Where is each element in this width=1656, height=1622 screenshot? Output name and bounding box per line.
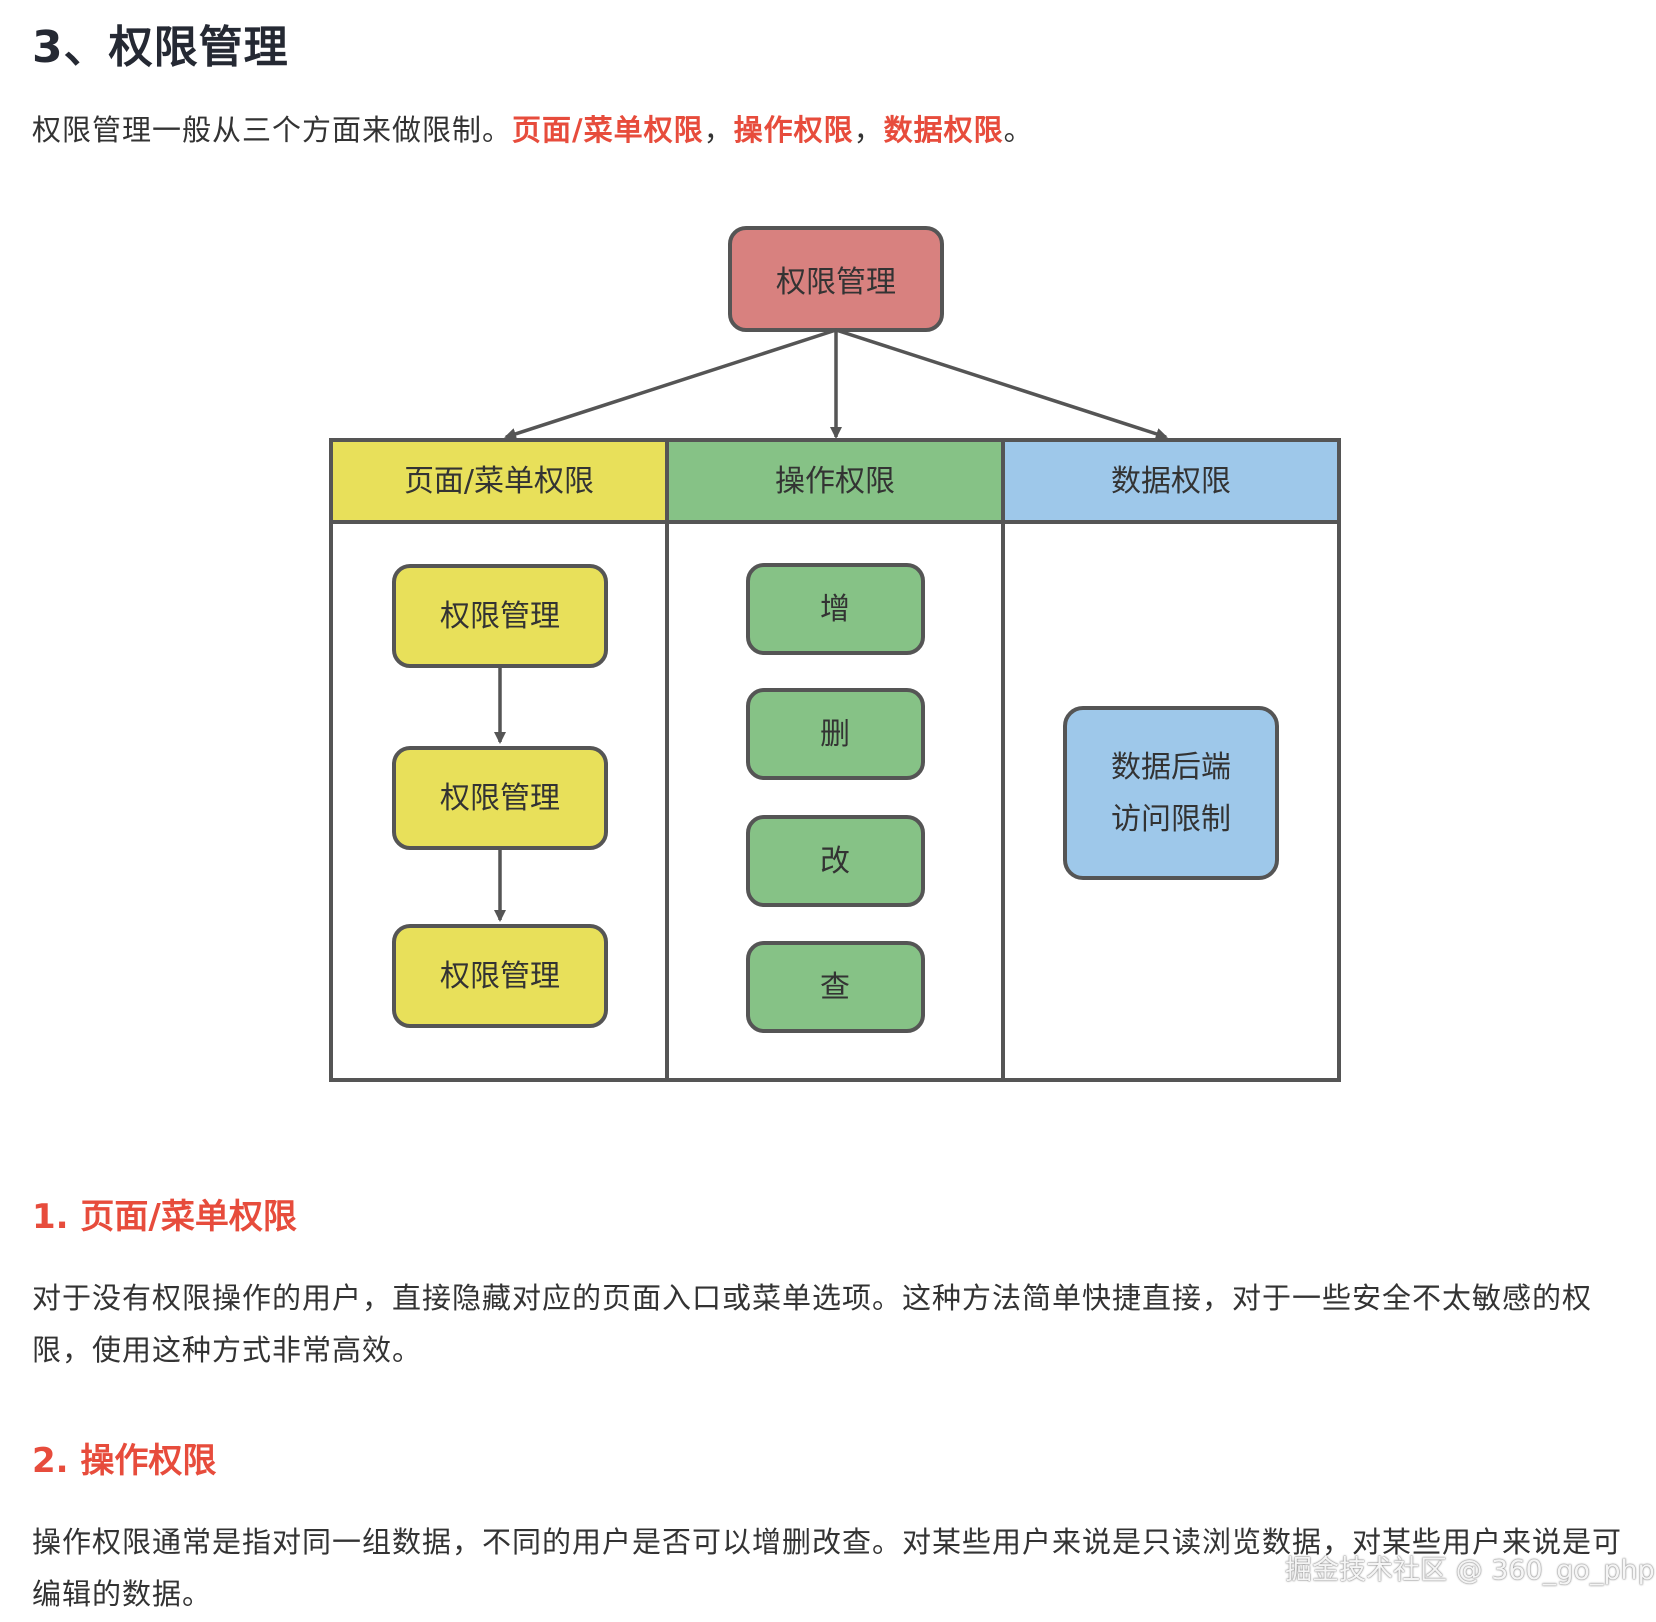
watermark: 掘金技术社区 @ 360_go_php <box>1285 1555 1655 1586</box>
intro-end: 。 <box>1003 113 1034 147</box>
intro-lead: 权限管理一般从三个方面来做限制。 <box>32 113 513 147</box>
intro-item-data: 数据权限 <box>883 113 1004 147</box>
data-node: 数据后端 访问限制 <box>1063 706 1279 880</box>
permission-diagram: 权限管理 页面/菜单权限 操作权限 数据权限 权限管理 权限管理 权限管理 增 <box>329 226 1341 1082</box>
column-ops: 操作权限 <box>665 438 1005 524</box>
data-node-line1: 数据后端 <box>1111 750 1231 785</box>
ops-node-delete: 删 <box>746 688 925 780</box>
intro-item-menu: 页面/菜单权限 <box>512 113 704 147</box>
menu-node-label: 权限管理 <box>440 599 560 634</box>
section-1-body: 对于没有权限操作的用户，直接隐藏对应的页面入口或菜单选项。这种方法简单快捷直接，… <box>32 1281 1593 1367</box>
column-data-title: 数据权限 <box>1111 464 1231 499</box>
page-title: 3、权限管理 <box>32 22 289 73</box>
column-menu: 页面/菜单权限 <box>329 438 669 524</box>
data-node-line2: 访问限制 <box>1111 802 1231 837</box>
menu-node-label: 权限管理 <box>440 959 560 994</box>
ops-node-label: 增 <box>820 592 850 627</box>
section-1-title: 1. 页面/菜单权限 <box>32 1197 297 1237</box>
ops-node-label: 删 <box>820 717 850 752</box>
menu-node: 权限管理 <box>392 564 608 668</box>
column-menu-title: 页面/菜单权限 <box>404 464 594 499</box>
column-ops-title: 操作权限 <box>775 464 895 499</box>
menu-node: 权限管理 <box>392 924 608 1028</box>
arrow-to-menu <box>504 328 837 440</box>
ops-node-label: 查 <box>820 970 850 1005</box>
ops-node-edit: 改 <box>746 815 925 907</box>
ops-node-add: 增 <box>746 563 925 655</box>
section-2-body: 操作权限通常是指对同一组数据，不同的用户是否可以增删改查。对某些用户来说是只读浏… <box>32 1525 1623 1611</box>
ops-node-label: 改 <box>820 844 850 879</box>
column-data-body <box>1001 520 1341 1082</box>
ops-node-query: 查 <box>746 941 925 1033</box>
root-label: 权限管理 <box>776 265 896 300</box>
intro-paragraph: 权限管理一般从三个方面来做限制。页面/菜单权限，操作权限，数据权限。 <box>32 104 1034 156</box>
section-2-title: 2. 操作权限 <box>32 1441 217 1481</box>
intro-sep: ， <box>853 113 884 147</box>
intro-item-ops: 操作权限 <box>733 113 854 147</box>
arrow-to-data <box>835 328 1168 440</box>
menu-node-label: 权限管理 <box>440 781 560 816</box>
menu-node: 权限管理 <box>392 746 608 850</box>
column-data: 数据权限 <box>1001 438 1341 524</box>
root-node: 权限管理 <box>728 226 944 332</box>
intro-sep: ， <box>703 113 734 147</box>
